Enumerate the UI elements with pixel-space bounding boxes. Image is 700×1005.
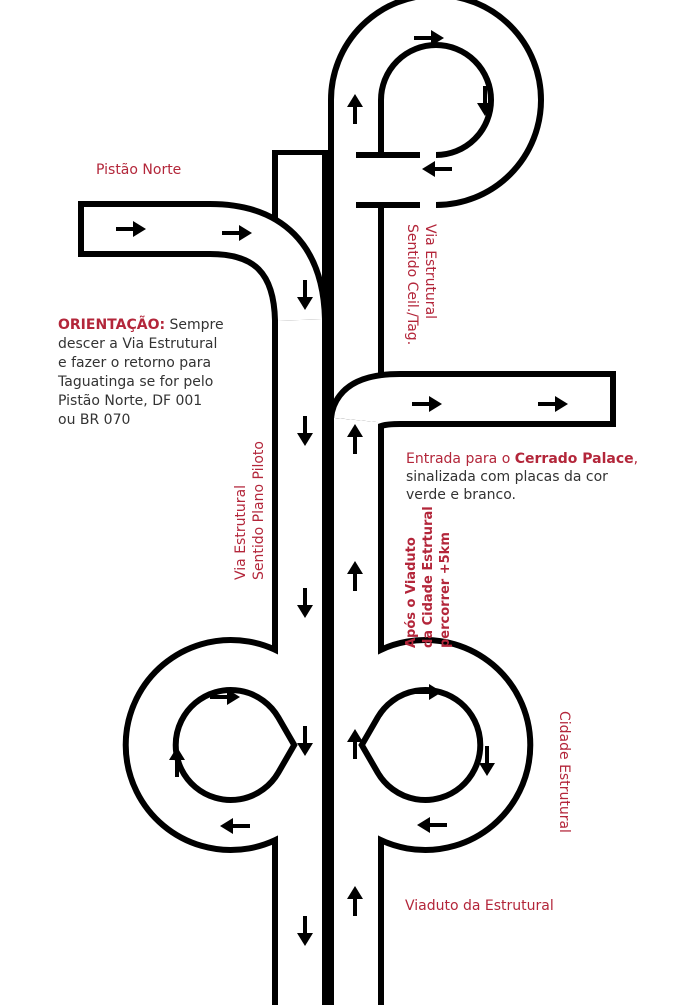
label-pistao-norte: Pistão Norte xyxy=(96,162,182,178)
orientation-note: ORIENTAÇÃO: Sempre descer a Via Estrutur… xyxy=(58,316,224,430)
orientation-line3: e fazer o retorno para xyxy=(58,355,212,371)
orientation-line4: Taguatinga se for pelo xyxy=(58,374,214,390)
orientation-line1: Sempre xyxy=(165,317,224,333)
label-via-estrutural-plano-line2: Sentido Plano Piloto xyxy=(251,441,267,580)
orientation-line2: descer a Via Estrutural xyxy=(58,336,218,352)
entrance-prefix: Entrada para o xyxy=(406,451,515,467)
orientation-line6: ou BR 070 xyxy=(58,412,131,428)
label-via-estrutural-plano: Via Estrutural Sentido Plano Piloto xyxy=(232,441,268,580)
label-via-estrutural-ceil-line1: Via Estrutural xyxy=(422,224,438,320)
label-via-estrutural-ceil-line2: Sentido Ceil./Tag. xyxy=(404,224,420,346)
label-apos-viaduto: Após o Viaduto da Cidade Estrtural perco… xyxy=(403,506,454,648)
orientation-line5: Pistão Norte, DF 001 xyxy=(58,393,203,409)
orientation-title: ORIENTAÇÃO: xyxy=(58,317,166,333)
road-right xyxy=(328,0,544,1005)
label-apos-viaduto-line1: Após o Viaduto xyxy=(404,537,419,648)
label-apos-viaduto-line2: da Cidade Estrtural xyxy=(421,506,436,648)
label-apos-viaduto-line3: percorrer +5km xyxy=(438,532,453,648)
entrance-note: Entrada para o Cerrado Palace, sinalizad… xyxy=(406,450,638,504)
roads xyxy=(78,0,616,1005)
label-cidade-estrutural: Cidade Estrutural xyxy=(556,711,572,833)
road-pistao-norte xyxy=(78,201,328,322)
entrance-line3: verde e branco. xyxy=(406,487,516,503)
label-via-estrutural-ceil: Via Estrutural Sentido Ceil./Tag. xyxy=(403,224,439,345)
entrance-suffix: , xyxy=(633,451,639,467)
road-left xyxy=(122,250,328,1005)
entrance-line2: sinalizada com placas da cor xyxy=(406,469,608,485)
entrance-hotel-name: Cerrado Palace xyxy=(514,451,634,467)
label-via-estrutural-plano-line1: Via Estrutural xyxy=(233,484,249,580)
road-entrada xyxy=(328,371,616,432)
label-viaduto-estrutural: Viaduto da Estrutural xyxy=(405,898,554,914)
